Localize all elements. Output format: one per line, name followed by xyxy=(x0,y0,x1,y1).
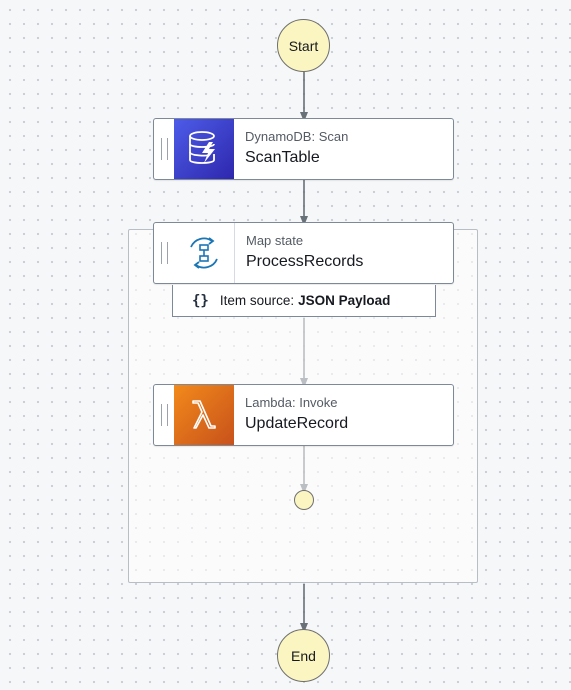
end-label: End xyxy=(291,647,316,664)
start-node[interactable]: Start xyxy=(277,19,330,72)
item-source-bar[interactable]: {} Item source: JSON Payload xyxy=(172,285,436,317)
state-type-label: DynamoDB: Scan xyxy=(245,129,349,144)
start-label: Start xyxy=(288,37,319,54)
state-name: ScanTable xyxy=(245,149,320,166)
map-state-icon xyxy=(174,223,235,283)
state-type-label: Map state xyxy=(246,233,304,248)
iteration-end-node xyxy=(294,490,314,510)
drag-handle[interactable] xyxy=(154,119,174,179)
dynamodb-icon xyxy=(174,119,234,179)
braces-icon: {} xyxy=(192,292,209,309)
drag-handle[interactable] xyxy=(154,385,174,445)
item-source-value: JSON Payload xyxy=(298,293,391,308)
item-source-label: Item source: xyxy=(219,293,295,308)
state-scantable[interactable]: DynamoDB: Scan ScanTable xyxy=(153,118,454,180)
state-updaterecord[interactable]: Lambda: Invoke UpdateRecord xyxy=(153,384,454,446)
state-name: ProcessRecords xyxy=(246,253,364,270)
lambda-icon xyxy=(174,385,234,445)
state-name: UpdateRecord xyxy=(245,415,349,432)
state-processrecords[interactable]: Map state ProcessRecords xyxy=(153,222,454,284)
state-type-label: Lambda: Invoke xyxy=(245,395,338,410)
drag-handle[interactable] xyxy=(154,223,174,283)
end-node[interactable]: End xyxy=(277,629,330,682)
